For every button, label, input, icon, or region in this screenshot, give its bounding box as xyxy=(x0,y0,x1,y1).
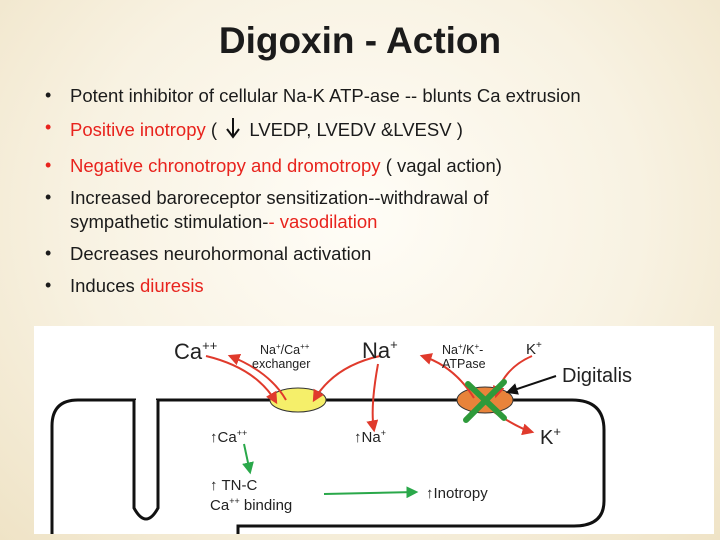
na-outside-label: Na+ xyxy=(362,337,398,363)
mechanism-diagram: Ca++ Na+/Ca++ exchanger Na+ Na+/K+- ATPa… xyxy=(34,326,714,534)
bullet-dot: • xyxy=(45,117,52,138)
na-inside-label: ↑Na+ xyxy=(354,428,386,446)
bullet-red-text: diuresis xyxy=(139,275,204,297)
bullet-red-text: Positive inotropy xyxy=(70,119,206,141)
bullet-item-diuresis: • Induces diuresis xyxy=(40,274,700,298)
bullet-text: LVEDP, LVEDV &LVESV ) xyxy=(249,119,463,141)
bullet-dot: • xyxy=(45,85,52,105)
ca-inside-label: ↑Ca++ xyxy=(210,428,247,446)
membrane-invagination xyxy=(132,400,160,521)
na-influx-arrow xyxy=(366,363,379,433)
bullet-item-baroreceptor: • Increased baroreceptor sensitization--… xyxy=(40,186,700,234)
down-arrow-icon xyxy=(222,116,244,146)
bullet-red-text: - vasodilation xyxy=(268,211,378,233)
bullet-item-chronotropy: • Negative chronotropy and dromotropy ( … xyxy=(40,154,700,178)
digitalis-pointer xyxy=(505,375,557,395)
bullet-text: Potent inhibitor of cellular Na-K ATP-as… xyxy=(70,85,581,106)
bullet-text: Induces xyxy=(70,275,140,297)
digitalis-label: Digitalis xyxy=(562,365,632,387)
ca-efflux-arrow xyxy=(227,353,287,401)
na-exchanger-arrow xyxy=(312,355,381,403)
tnc-binding-label: ↑TN-C Ca++ binding xyxy=(210,477,292,514)
na-pump-out-arrow xyxy=(419,353,475,399)
exchanger-channel xyxy=(269,387,327,413)
bullet-item-inhibitor: • Potent inhibitor of cellular Na-K ATP-… xyxy=(40,84,700,108)
ca-influx-arrow xyxy=(205,355,278,405)
k-outside-label: K+ xyxy=(526,340,542,358)
ca-to-tnc-arrow xyxy=(242,443,254,475)
bullet-dot: • xyxy=(45,155,52,176)
atpase-label: Na+/K+- ATPase xyxy=(442,342,487,371)
bullet-text: Decreases neurohormonal activation xyxy=(70,243,372,265)
bullet-text: Increased baroreceptor sensitization--wi… xyxy=(70,187,489,209)
bullet-dot: • xyxy=(45,275,52,296)
bullet-item-neurohormonal: • Decreases neurohormonal activation xyxy=(40,242,700,266)
block-x-icon xyxy=(463,379,507,423)
slide-title: Digoxin - Action xyxy=(218,20,502,61)
k-inside-label: K+ xyxy=(540,424,561,449)
bullet-dot: • xyxy=(45,243,52,264)
ca-outside-label: Ca++ xyxy=(174,338,217,364)
bullet-list: • Potent inhibitor of cellular Na-K ATP-… xyxy=(40,84,700,306)
inotropy-label: ↑Inotropy xyxy=(426,485,488,502)
bullet-text: ( vagal action) xyxy=(380,155,502,177)
exchanger-label: Na+/Ca++ exchanger xyxy=(252,338,313,371)
cell-membrane xyxy=(50,398,606,534)
bullet-item-inotropy: • Positive inotropy ( LVEDP, LVEDV &LVES… xyxy=(40,116,700,146)
bullet-red-text: Negative chronotropy and dromotropy xyxy=(70,155,381,177)
mechanism-svg: Ca++ Na+/Ca++ exchanger Na+ Na+/K+- ATPa… xyxy=(50,337,632,534)
bullet-text: sympathetic stimulation- xyxy=(70,211,269,233)
tnc-to-inotropy-arrow xyxy=(323,486,419,499)
bullet-text: ( xyxy=(205,119,223,141)
bullet-dot: • xyxy=(45,187,52,208)
